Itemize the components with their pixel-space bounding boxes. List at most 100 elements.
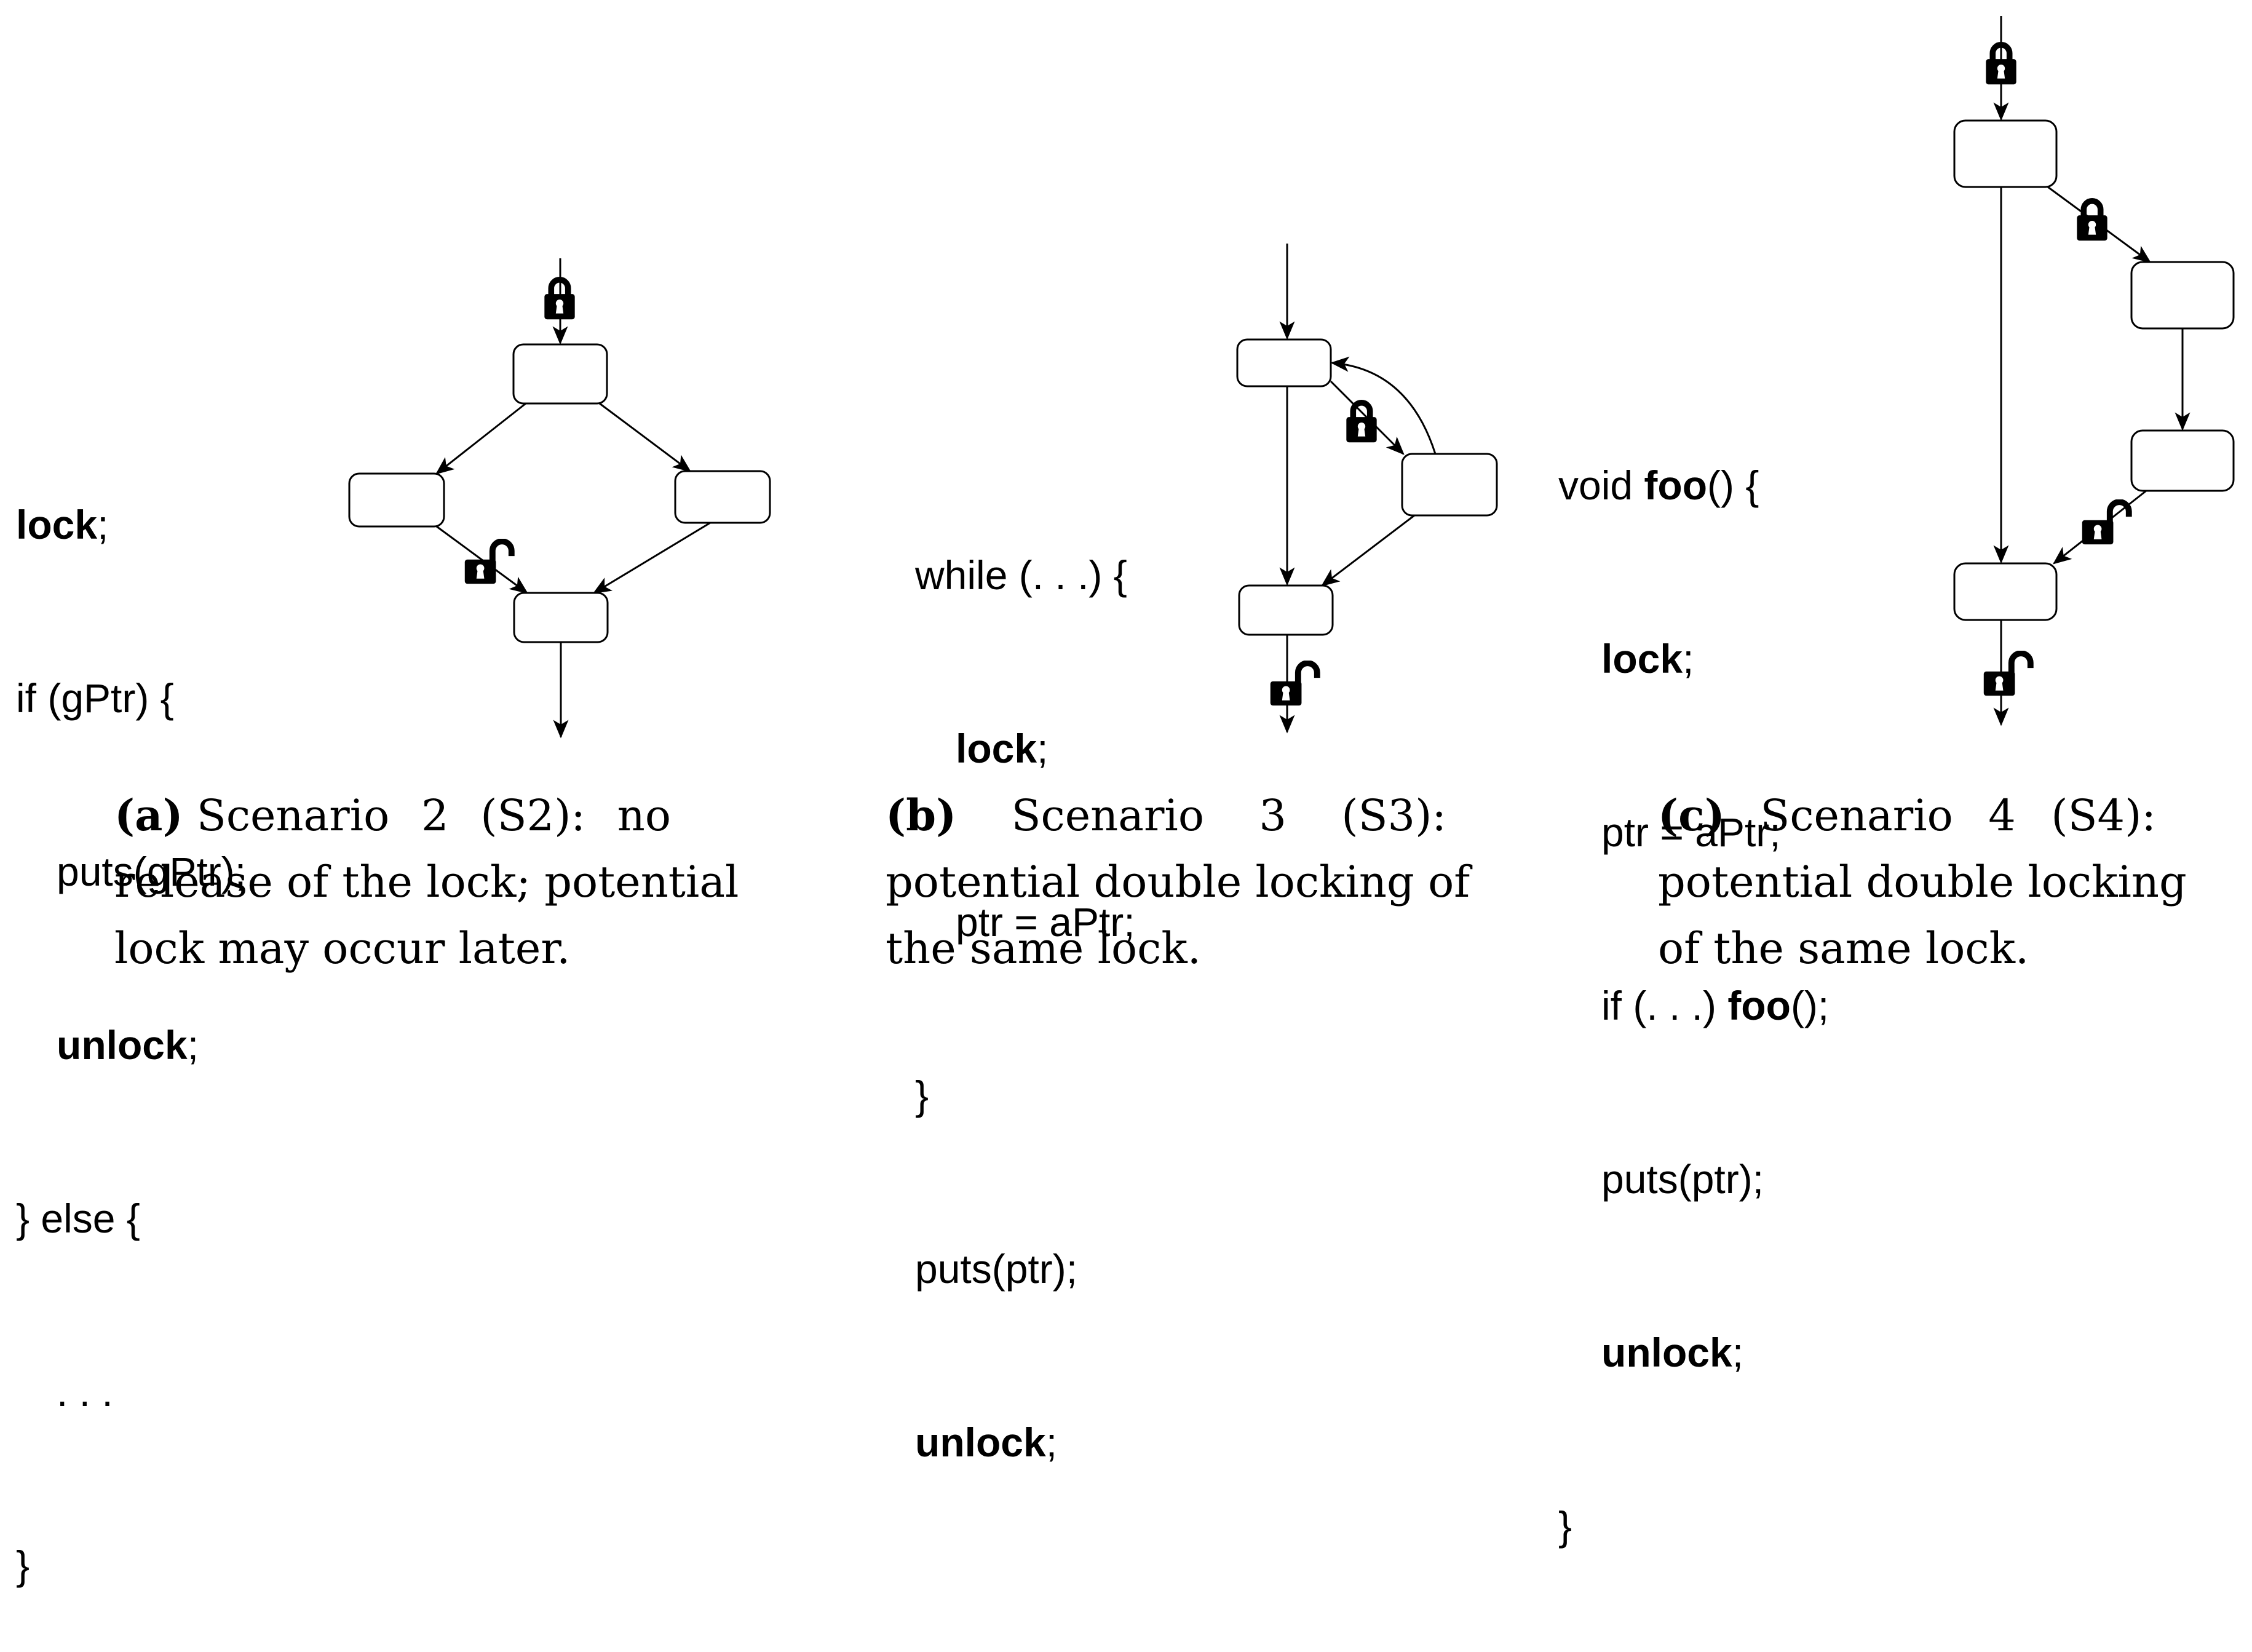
- unlock-keyword: unlock: [1601, 1330, 1732, 1375]
- caption-lead: (a) Scenario: [114, 782, 389, 849]
- code-punct: ;: [1037, 726, 1049, 771]
- caption-word: (S3):: [1341, 790, 1446, 841]
- caption-word: 2: [421, 790, 449, 841]
- unlock-keyword: unlock: [915, 1420, 1046, 1465]
- code-punct: ;: [1045, 1420, 1058, 1465]
- code-text: ();: [1790, 983, 1830, 1028]
- caption-label: (b): [886, 790, 957, 841]
- cfg-node: [674, 470, 771, 524]
- unlock-keyword: unlock: [57, 1022, 188, 1068]
- code-line: }: [915, 1066, 1135, 1124]
- code-text: }: [16, 1543, 30, 1588]
- code-text: puts(ptr);: [915, 1246, 1078, 1292]
- code-punct: ;: [187, 1022, 199, 1068]
- function-name: foo: [1727, 983, 1791, 1028]
- caption-line: (a) Scenario 2 (S2): no: [114, 782, 671, 849]
- cfg-node: [1238, 584, 1334, 636]
- caption-word: no: [617, 790, 671, 841]
- lock-keyword: lock: [16, 502, 98, 547]
- lock-keyword: lock: [956, 726, 1037, 771]
- code-text: () {: [1707, 463, 1759, 508]
- code-text: while (. . .) {: [915, 552, 1127, 598]
- code-text: void: [1558, 463, 1644, 508]
- code-line: while (. . .) {: [915, 546, 1135, 604]
- edge: [592, 522, 711, 594]
- code-line: unlock;: [16, 1016, 246, 1074]
- code-line: if (gPtr) {: [16, 669, 246, 727]
- caption-b: (b) Scenario 3 (S3): potential double lo…: [886, 782, 1470, 982]
- edge: [435, 402, 526, 475]
- code-line: ptr = aPtr;: [1558, 803, 1829, 861]
- lock-closed-icon: [1346, 403, 1376, 442]
- lock-open-icon: [1271, 663, 1317, 705]
- cfg-node: [1953, 119, 2058, 188]
- cfg-graph-b: [1236, 244, 1498, 734]
- code-ellipsis: . . .: [57, 1369, 113, 1415]
- caption-word: (S4):: [2051, 790, 2156, 841]
- code-line: lock;: [16, 496, 246, 554]
- code-text: if (gPtr) {: [16, 675, 174, 721]
- code-line: if (. . .) foo();: [1558, 977, 1829, 1034]
- code-text: } else {: [16, 1196, 140, 1241]
- cfg-node: [2130, 429, 2235, 492]
- lock-keyword: lock: [1601, 636, 1683, 681]
- caption-word: Scenario: [1011, 790, 1204, 841]
- code-text: ptr = aPtr;: [956, 899, 1135, 945]
- lock-open-icon: [2082, 502, 2129, 544]
- caption-line: potential double locking: [1658, 857, 2187, 907]
- caption-label: (c): [1658, 790, 1725, 841]
- caption-line: of the same lock.: [1658, 923, 2029, 974]
- caption-line: potential double locking of: [886, 857, 1470, 907]
- caption-line: (b) Scenario 3 (S3):: [886, 782, 1446, 849]
- code-line: unlock;: [1558, 1324, 1829, 1381]
- cfg-node: [1953, 562, 2058, 621]
- code-line: puts(gPtr);: [16, 843, 246, 900]
- code-snippet-a: lock; if (gPtr) { puts(gPtr); unlock; } …: [16, 380, 246, 1652]
- code-line: }: [16, 1536, 246, 1594]
- code-line: puts(ptr);: [915, 1240, 1135, 1298]
- code-text: puts(gPtr);: [57, 849, 247, 894]
- code-line: lock;: [915, 720, 1135, 777]
- code-line: }: [1558, 1497, 1829, 1555]
- function-name: foo: [1644, 463, 1708, 508]
- code-line: lock;: [1558, 630, 1829, 688]
- cfg-node: [512, 343, 608, 405]
- code-text: }: [915, 1073, 929, 1118]
- edge: [599, 402, 692, 472]
- caption-line: the same lock.: [886, 923, 1202, 974]
- caption-word: 3: [1259, 790, 1287, 841]
- code-text: puts(ptr);: [1601, 1156, 1764, 1202]
- code-text: if (. . .): [1601, 983, 1728, 1028]
- code-line: } else {: [16, 1189, 246, 1247]
- code-line: unlock;: [915, 1413, 1135, 1471]
- code-text: ptr = aPtr;: [1601, 809, 1781, 855]
- caption-line: (c) Scenario 4 (S4):: [1658, 782, 2156, 849]
- lock-closed-icon: [2077, 201, 2107, 240]
- caption-line: release of the lock; potential: [114, 857, 739, 907]
- caption-c: (c) Scenario 4 (S4): potential double lo…: [1658, 782, 2187, 982]
- lock-open-icon: [1984, 653, 2031, 696]
- caption-word: Scenario: [1760, 790, 1953, 841]
- caption-label: (a): [114, 790, 183, 841]
- code-line: ptr = aPtr;: [915, 893, 1135, 951]
- cfg-node: [348, 472, 445, 528]
- code-punct: ;: [97, 502, 109, 547]
- code-text: }: [1558, 1503, 1572, 1549]
- cfg-node: [1401, 453, 1498, 517]
- edge: [1330, 356, 1437, 455]
- code-punct: ;: [1683, 636, 1694, 681]
- caption-word: Scenario: [196, 790, 390, 841]
- cfg-graph-a: [348, 258, 771, 739]
- caption-line: lock may occur later.: [114, 923, 571, 974]
- cfg-node: [513, 592, 609, 643]
- cfg-figure: [348, 16, 2235, 739]
- cfg-node: [2130, 261, 2235, 330]
- code-line: . . .: [16, 1363, 246, 1421]
- cfg-node: [1236, 338, 1332, 387]
- caption-word: (S2):: [480, 790, 585, 841]
- code-line: void foo() {: [1558, 456, 1829, 514]
- cfg-graph-c: [1953, 16, 2235, 726]
- edge: [1321, 514, 1415, 587]
- code-punct: ;: [1732, 1330, 1744, 1375]
- code-line: puts(ptr);: [1558, 1150, 1829, 1208]
